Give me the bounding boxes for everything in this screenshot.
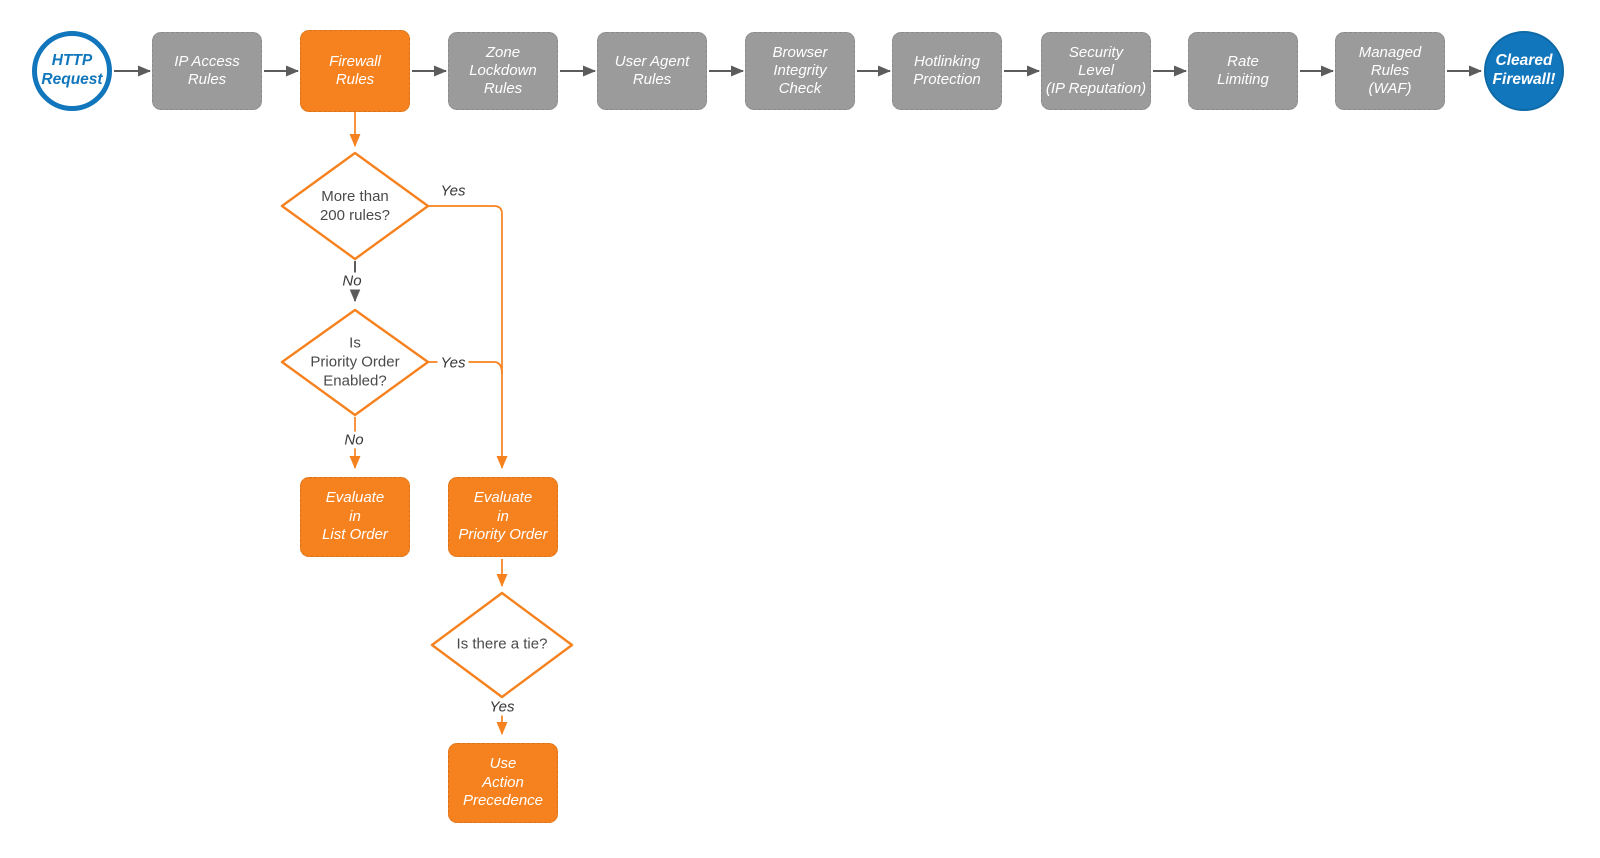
edge-label-d2-yes: Yes: [437, 354, 469, 372]
node-evaluate-in-priority-order: Evaluate in Priority Order: [448, 477, 558, 557]
decision-is-there-a-tie-text: Is there a tie?: [456, 635, 548, 653]
node-http-request: HTTP Request: [32, 31, 112, 111]
node-hotlinking-protection-label: Hotlinking Protection: [913, 52, 981, 88]
edge-label-d3-yes: Yes: [486, 698, 518, 716]
edge-label-d1-no: No: [339, 272, 365, 290]
node-user-agent-rules-label: User Agent Rules: [614, 52, 690, 88]
arrow-d1-yes-to-priority: [428, 205, 508, 469]
node-hotlinking-protection: Hotlinking Protection: [892, 32, 1002, 110]
decision-priority-order-enabled-text: Is Priority Order Enabled?: [310, 334, 400, 390]
node-security-level: Security Level (IP Reputation): [1041, 32, 1151, 110]
node-evaluate-in-list-order: Evaluate in List Order: [300, 477, 410, 557]
decision-more-than-200-rules: [280, 151, 430, 261]
edge-label-d2-no: No: [341, 431, 367, 449]
node-http-request-label: HTTP Request: [41, 52, 103, 88]
node-evaluate-in-list-order-label: Evaluate in List Order: [322, 488, 388, 544]
node-managed-rules-waf: Managed Rules (WAF): [1335, 32, 1445, 110]
node-browser-integrity-check-label: Browser Integrity Check: [772, 43, 828, 98]
node-cleared-firewall: Cleared Firewall!: [1484, 31, 1564, 111]
node-browser-integrity-check: Browser Integrity Check: [745, 32, 855, 110]
node-ip-access-rules-label: IP Access Rules: [174, 52, 240, 88]
node-zone-lockdown-rules-label: Zone Lockdown Rules: [469, 43, 537, 98]
wire-d2-yes-merge: [428, 361, 503, 375]
decision-more-than-200-rules-text: More than 200 rules?: [319, 188, 391, 224]
node-use-action-precedence-label: Use Action Precedence: [462, 754, 544, 810]
node-ip-access-rules: IP Access Rules: [152, 32, 262, 110]
node-use-action-precedence: Use Action Precedence: [448, 743, 558, 823]
node-firewall-rules-label: Firewall Rules: [329, 52, 381, 88]
node-evaluate-in-priority-order-label: Evaluate in Priority Order: [458, 488, 548, 544]
node-rate-limiting: Rate Limiting: [1188, 32, 1298, 110]
node-rate-limiting-label: Rate Limiting: [1217, 52, 1269, 88]
decision-priority-order-enabled: [280, 308, 430, 417]
node-security-level-label: Security Level (IP Reputation): [1045, 43, 1147, 98]
node-zone-lockdown-rules: Zone Lockdown Rules: [448, 32, 558, 110]
node-user-agent-rules: User Agent Rules: [597, 32, 707, 110]
node-managed-rules-waf-label: Managed Rules (WAF): [1358, 43, 1422, 98]
decision-is-there-a-tie: [430, 591, 574, 699]
edge-label-d1-yes: Yes: [437, 182, 469, 200]
node-cleared-firewall-label: Cleared Firewall!: [1492, 52, 1556, 88]
node-firewall-rules: Firewall Rules: [300, 30, 410, 112]
